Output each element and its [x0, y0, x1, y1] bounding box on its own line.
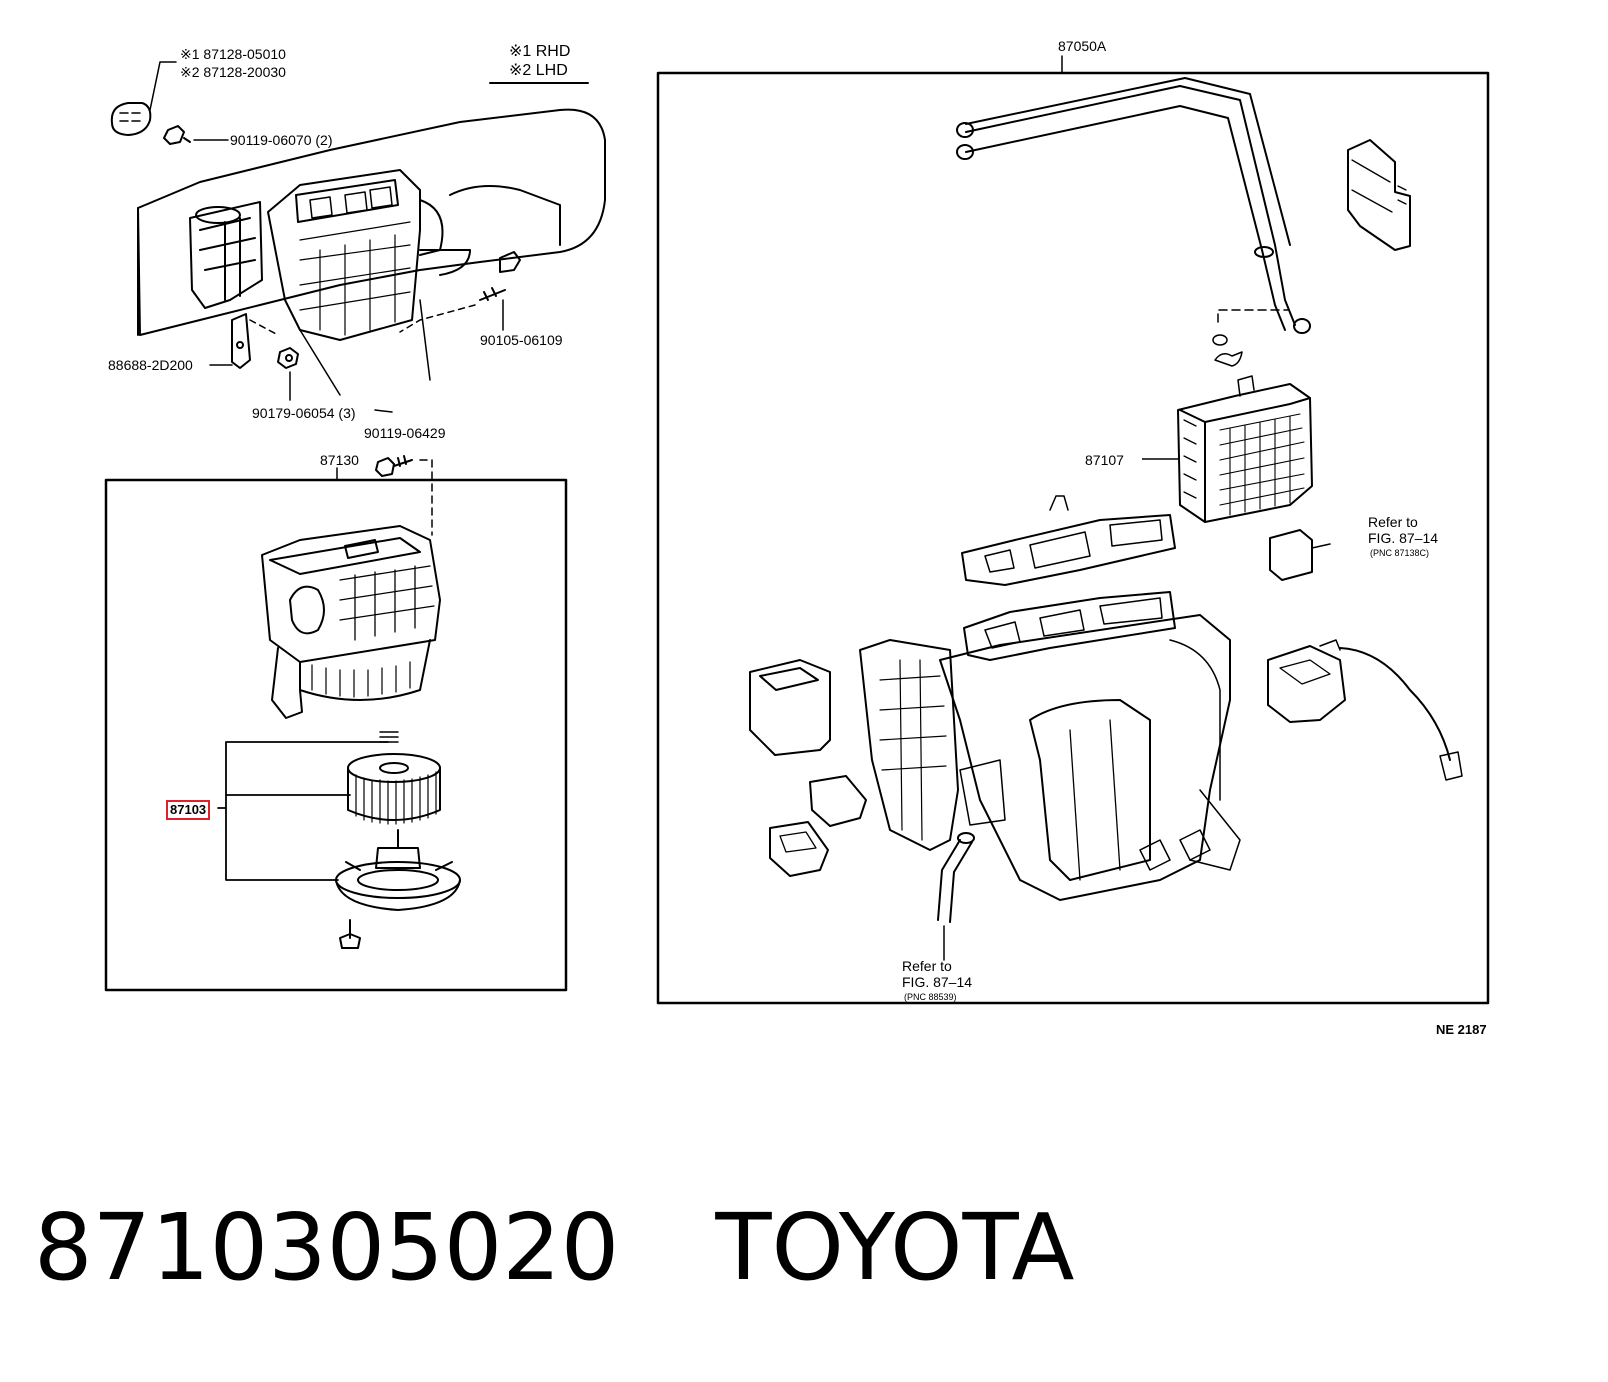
bolt-90105-06109 [479, 251, 521, 301]
blower-housing [261, 525, 441, 719]
spring-clip [379, 731, 399, 743]
dashboard-assembly [110, 61, 606, 413]
label-bracket-88688: 88688-2D200 [108, 357, 193, 373]
side-duct [859, 639, 1006, 851]
water-pipes [956, 77, 1311, 334]
label-refer1-pnc: (PNC 87138C) [1370, 548, 1430, 558]
resistor-part [1269, 529, 1331, 581]
fan-motor [335, 829, 461, 911]
label-unit-assy: 87050A [1058, 38, 1107, 54]
figure-code: NE 2187 [1436, 1022, 1487, 1037]
brand-name: TOYOTA [715, 1194, 1075, 1301]
legend-part-star1: ※1 87128-05010 [180, 46, 286, 62]
blower-assy-box [104, 478, 568, 992]
servo-actuator [1267, 639, 1463, 781]
drain-hose [937, 832, 975, 923]
heater-case [939, 495, 1241, 901]
screw-motor [339, 919, 361, 949]
label-bolt-90119-06070: 90119-06070 (2) [230, 132, 333, 148]
screw-90119-06429 [375, 455, 413, 477]
leader-heater-core [1142, 458, 1178, 460]
label-blower-assy: 87130 [320, 452, 359, 468]
label-heater-core: 87107 [1085, 452, 1124, 468]
bracket-88688-2D200 [231, 313, 251, 369]
label-screw-90119-06429: 90119-06429 [364, 425, 446, 441]
unit-assy-box [656, 71, 1490, 1005]
part-number: 8710305020 [34, 1194, 620, 1301]
nut-90179-06054 [277, 347, 299, 369]
label-fan-motor-highlight[interactable]: 87103 [166, 800, 211, 820]
label-refer1-line2: FIG. 87–14 [1368, 530, 1439, 546]
grommet-part [110, 102, 152, 136]
label-bolt-90105: 90105-06109 [480, 332, 563, 348]
legend-side-star2: ※2 LHD [509, 62, 568, 79]
fan-wheel [347, 753, 441, 825]
bolt-90119-06070 [163, 125, 191, 145]
bracket-cover [1347, 139, 1411, 251]
label-nut-90179: 90179-06054 (3) [252, 405, 356, 421]
heater-core [1177, 375, 1313, 523]
label-refer1-line1: Refer to [1368, 514, 1418, 530]
duct-pieces [749, 659, 867, 877]
label-refer2-pnc: (PNC 88539) [904, 992, 957, 1002]
legend-side-star1: ※1 RHD [509, 43, 571, 60]
label-refer2-line2: FIG. 87–14 [902, 974, 973, 990]
legend-part-star2: ※2 87128-20030 [180, 64, 286, 80]
label-refer2-line1: Refer to [902, 958, 952, 974]
